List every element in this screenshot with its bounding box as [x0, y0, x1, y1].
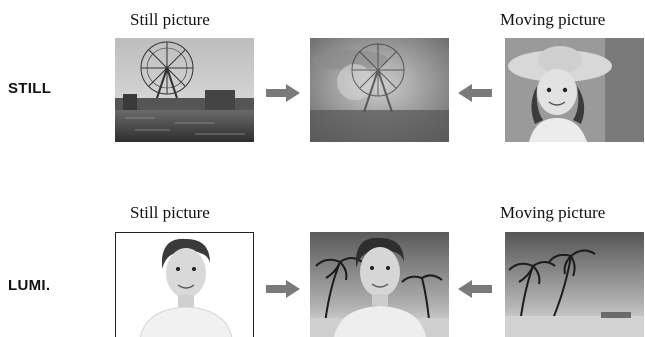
beach-palm-trees-photo	[505, 232, 644, 337]
still-picture-caption: Still picture	[130, 10, 210, 29]
arrow-right-icon	[266, 280, 300, 298]
arrow-left-icon	[458, 84, 492, 102]
moving-picture-caption: Moving picture	[500, 203, 606, 222]
ferris-wheel-photo	[115, 38, 254, 142]
mode-label-still: STILL	[8, 80, 52, 97]
moving-picture-caption: Moving picture	[500, 10, 606, 29]
composited-photo	[310, 232, 449, 337]
girl-with-hat-photo	[505, 38, 644, 142]
still-picture-caption: Still picture	[130, 203, 210, 222]
mode-label-lumi: LUMI.	[8, 277, 51, 294]
arrow-left-icon	[458, 280, 492, 298]
woman-portrait-photo	[115, 232, 254, 337]
arrow-right-icon	[266, 84, 300, 102]
superimposed-photo	[310, 38, 449, 142]
